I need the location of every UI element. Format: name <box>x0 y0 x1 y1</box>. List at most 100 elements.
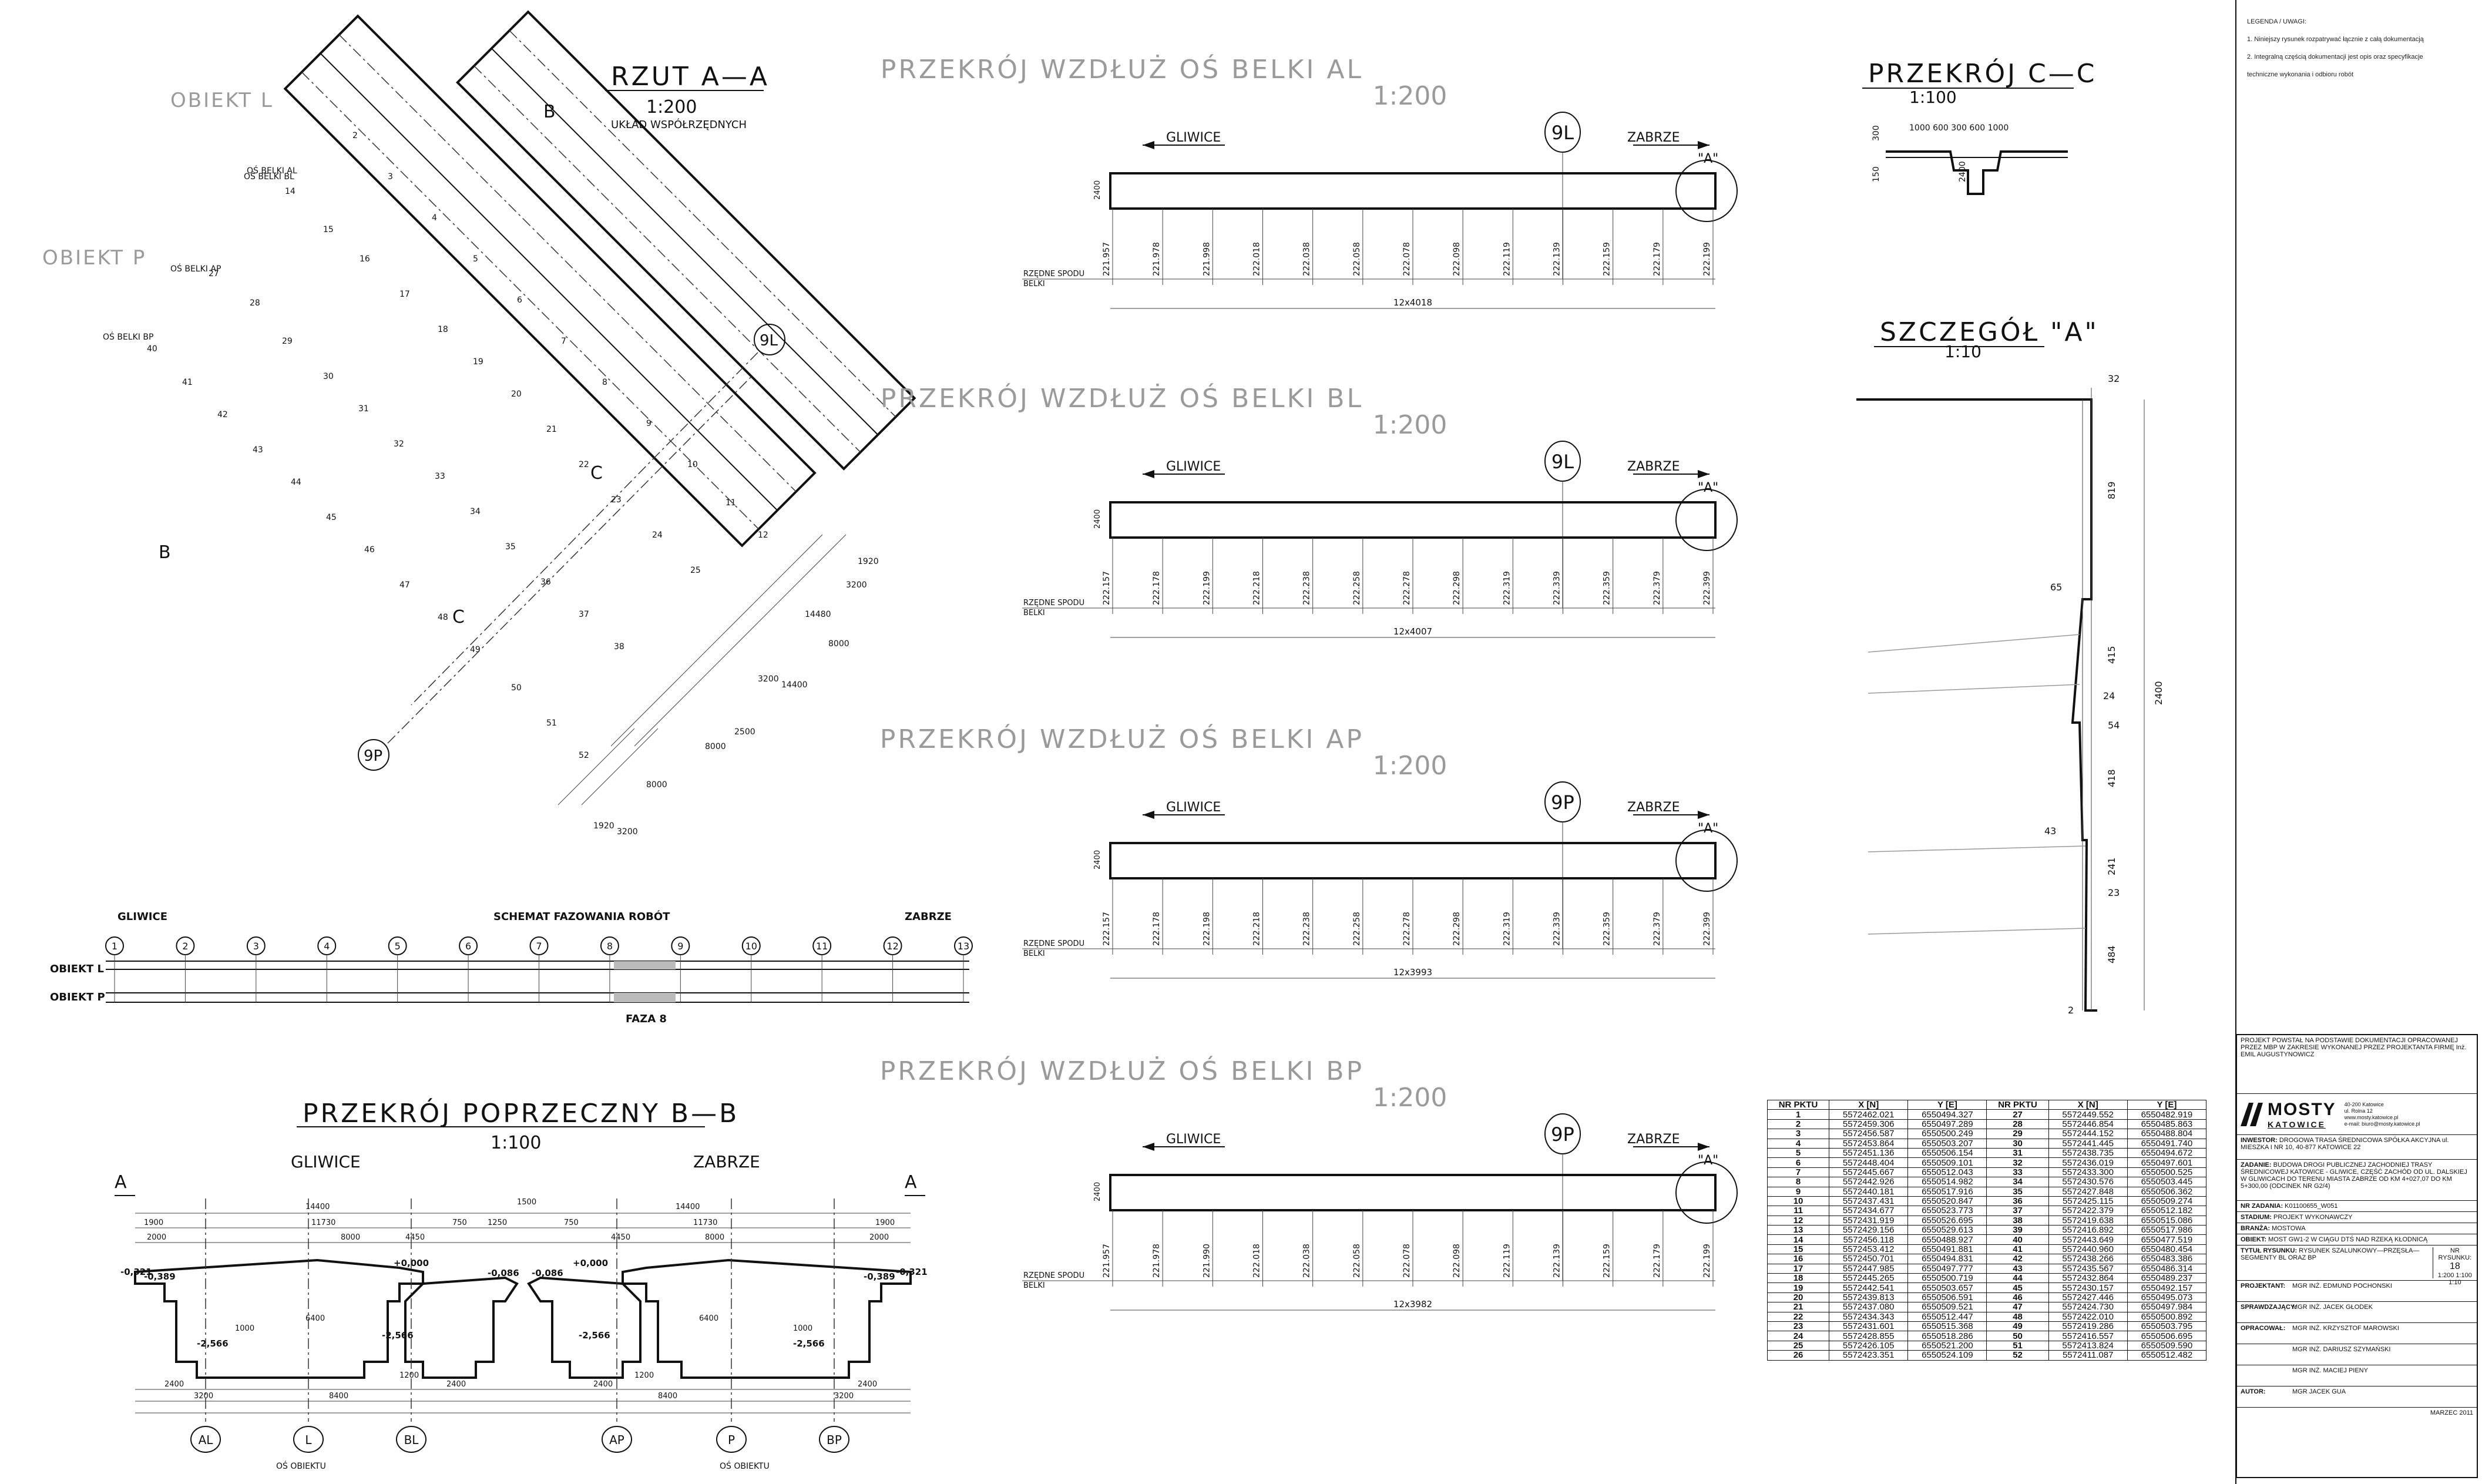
detail-dim: 54 <box>2108 720 2120 731</box>
svg-text:15: 15 <box>323 225 334 234</box>
scheme-marker-2: 2 <box>182 941 188 952</box>
axis-label-p: P <box>728 1433 735 1447</box>
tb-obiekt-label: OBIEKT: <box>2241 1236 2266 1243</box>
tb-nr-rys-label: NR RYSUNKU: <box>2438 1247 2472 1261</box>
table-header-cell: X [N] <box>1829 1099 1909 1110</box>
table-cell: 5572437.431 <box>1829 1196 1909 1207</box>
table-cell: 6550503.207 <box>1907 1138 1987 1149</box>
bb-dim: 1900 <box>144 1218 163 1227</box>
table-cell: 5572422.010 <box>2048 1311 2128 1322</box>
axis-circle <box>396 1426 426 1453</box>
bottom-level-value: 222.238 <box>1302 571 1312 605</box>
table-cell: 19 <box>1766 1282 1830 1293</box>
table-cell: 16 <box>1766 1254 1830 1264</box>
long-right: ZABRZE <box>1627 800 1680 815</box>
svg-text:46: 46 <box>364 545 375 555</box>
long-left: GLIWICE <box>1166 130 1221 145</box>
belki-label: BELKI <box>1023 609 1045 617</box>
table-cell: 6550492.157 <box>2127 1282 2207 1293</box>
bb-dim: 1200 <box>634 1371 654 1380</box>
table-cell: 5572429.156 <box>1829 1225 1909 1235</box>
level-mark: -2,566 <box>793 1338 825 1349</box>
tb-nr-rys: 18 <box>2449 1261 2460 1271</box>
table-cell: 8 <box>1766 1177 1830 1187</box>
table-cell: 46 <box>1986 1292 2049 1303</box>
bottom-level-value: 222.399 <box>1702 571 1712 605</box>
table-cell: 5572426.105 <box>1829 1340 1909 1351</box>
long-section-1: PRZEKRÓJ WZDŁUŻ OŚ BELKI AL1:2009LGLIWIC… <box>881 53 1738 309</box>
bottom-level-value: 222.359 <box>1603 571 1612 605</box>
axis-label-ap: AP <box>609 1433 624 1447</box>
section-c-c: PRZEKRÓJ C—C 1:100 1000 600 300 600 1000… <box>1862 58 2097 195</box>
bb-dim: 6400 <box>699 1314 718 1323</box>
table-cell: 6550497.601 <box>2127 1157 2207 1168</box>
cut-c-2: C <box>452 607 465 627</box>
beam-height: 2400 <box>1093 180 1102 200</box>
bottom-level-value: 222.179 <box>1653 242 1662 276</box>
table-header-cell: NR PKTU <box>1766 1099 1830 1110</box>
axis-label-l: L <box>305 1433 312 1447</box>
scheme-faza: FAZA 8 <box>626 1013 667 1025</box>
table-cell: 6550517.916 <box>1907 1186 1987 1197</box>
arrow-left-icon <box>1143 141 1154 149</box>
table-cell: 29 <box>1986 1129 2049 1139</box>
table-cell: 5572434.343 <box>1829 1311 1909 1322</box>
table-cell: 28 <box>1986 1119 2049 1130</box>
long-section-4: PRZEKRÓJ WZDŁUŻ OŚ BELKI BP1:2009PGLIWIC… <box>880 1055 1738 1311</box>
table-cell: 5572456.118 <box>1829 1234 1909 1245</box>
long-left: GLIWICE <box>1166 459 1221 474</box>
span-dim: 12x3993 <box>1393 967 1432 978</box>
level-mark: -0,321 <box>120 1267 152 1277</box>
table-cell: 37 <box>1986 1206 2049 1216</box>
bb-left: GLIWICE <box>291 1152 361 1171</box>
svg-text:49: 49 <box>470 645 481 654</box>
table-cell: 6550517.986 <box>2127 1225 2207 1235</box>
detail-ref: "A" <box>1698 1153 1718 1168</box>
axis-label-ap: OŚ BELKI AP <box>170 263 221 274</box>
svg-text:10: 10 <box>687 460 698 469</box>
detail-dim: 2400 <box>2153 681 2164 705</box>
cc-title: PRZEKRÓJ C—C <box>1868 58 2097 89</box>
detail-dim: 418 <box>2106 769 2117 787</box>
bb-title: PRZEKRÓJ POPRZECZNY B—B <box>303 1097 739 1129</box>
table-cell: 5572431.601 <box>1829 1321 1909 1332</box>
bottom-level-value: 222.038 <box>1302 242 1312 276</box>
span-dim: 12x4007 <box>1393 626 1432 637</box>
svg-text:14: 14 <box>285 187 295 196</box>
table-cell: 6550512.182 <box>2127 1206 2207 1216</box>
detail-dim: 241 <box>2106 857 2117 875</box>
table-cell: 6550480.454 <box>2127 1244 2207 1255</box>
notes-line-3: techniczne wykonania i odbioru robót <box>2247 71 2354 78</box>
scheme-marker-10: 10 <box>745 941 757 952</box>
tb-person-row: MGR INŻ. DARIUSZ SZYMAŃSKI <box>2237 1344 2477 1365</box>
detail-dim: 819 <box>2106 481 2117 499</box>
svg-text:21: 21 <box>546 425 557 434</box>
long-section-scale: 1:200 <box>1373 751 1447 781</box>
scheme-marker-13: 13 <box>958 941 969 952</box>
table-cell: 5572451.136 <box>1829 1147 1909 1159</box>
axis-label-bl: OŚ BELKI BL <box>244 171 294 182</box>
svg-text:3: 3 <box>388 172 393 182</box>
detail-ref: "A" <box>1698 481 1718 495</box>
table-cell: 36 <box>1986 1196 2049 1207</box>
beam <box>1109 501 1717 539</box>
bottom-level-value: 222.058 <box>1352 1244 1362 1278</box>
table-header-cell: X [N] <box>2048 1099 2128 1110</box>
scheme-marker-11: 11 <box>816 941 828 952</box>
table-cell: 5572447.985 <box>1829 1263 1909 1274</box>
cut-c-1: C <box>590 463 603 484</box>
obiekt-l-label: OBIEKT L <box>170 89 274 112</box>
plan-scale: 1:200 <box>646 97 697 117</box>
longitudinal-sections: PRZEKRÓJ WZDŁUŻ OŚ BELKI AL1:2009LGLIWIC… <box>880 53 1738 1311</box>
table-cell: 5572453.412 <box>1829 1244 1909 1255</box>
long-section-3: PRZEKRÓJ WZDŁUŻ OŚ BELKI AP1:2009PGLIWIC… <box>880 723 1738 979</box>
tb-rysunek: RYSUNEK SZALUNKOWY—PRZĘSŁA—SEGMENTY BL O… <box>2241 1247 2420 1261</box>
scheme-title: SCHEMAT FAZOWANIA ROBÓT <box>493 910 670 923</box>
svg-text:41: 41 <box>182 378 193 387</box>
